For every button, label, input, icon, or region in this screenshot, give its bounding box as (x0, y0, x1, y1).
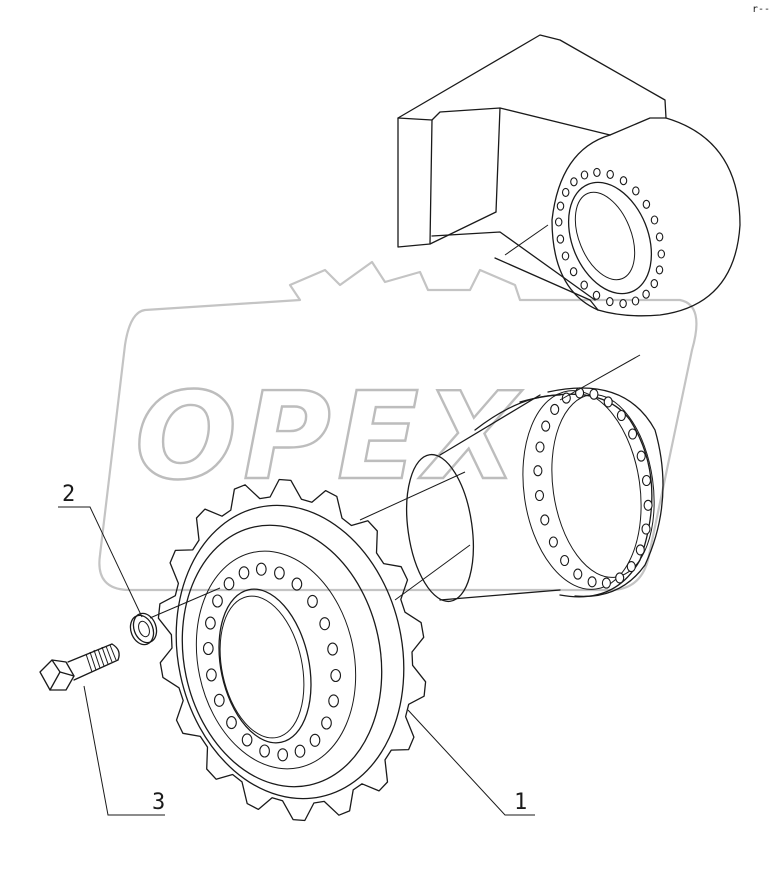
sprocket-bolt-hole (328, 694, 339, 708)
hub-bolt-hole (616, 409, 626, 422)
sprocket-bolt-hole (307, 594, 318, 608)
sprocket-bolt-hole (206, 668, 217, 682)
callout-2: 2 (58, 482, 143, 618)
sprocket-bolt-hole (226, 716, 237, 730)
bracket-bolt-hole (642, 199, 651, 209)
bracket-bolt-hole (570, 177, 578, 187)
bracket-bolt-hole (556, 201, 565, 211)
bracket-bolt-hole (650, 215, 659, 225)
bracket-bolt-hole (569, 267, 578, 277)
bracket-bolt-hole (642, 289, 650, 299)
bracket-bolt-hole (580, 170, 589, 180)
hub-bolt-hole (641, 474, 652, 487)
hub-bolt-hole (628, 428, 638, 440)
sprocket-bolt-hole (241, 733, 253, 747)
hub-bolt-hole (573, 568, 583, 580)
sprocket-bolt-hole (202, 641, 214, 656)
callout-1: 1 (407, 709, 535, 816)
hub-bolt-hole (587, 576, 597, 588)
bracket-bolt-hole (631, 296, 640, 306)
hub-bolt-hole (548, 536, 558, 548)
hub-bolt-hole (533, 465, 543, 477)
sprocket-bolt-hole (294, 744, 306, 758)
sprocket-bolt-hole (255, 562, 267, 576)
bracket-bolt-hole (561, 251, 570, 261)
bracket-bolt-hole (632, 186, 640, 196)
bracket-bolt-hole (655, 232, 664, 242)
sprocket-bolt-hole (212, 594, 223, 608)
hub-bolt-hole (636, 450, 646, 462)
hub-bolt-hole (589, 388, 599, 400)
bolt (39, 643, 120, 691)
sprocket-bolt-hole (309, 733, 321, 747)
hub-bolt-hole (540, 514, 550, 526)
sprocket-bolt-hole (321, 716, 332, 730)
corner-mark: r-- (752, 4, 770, 15)
sprocket-bolt-hole (274, 566, 285, 580)
bracket-bolt-hole (580, 280, 588, 290)
alignment-lines (149, 224, 641, 619)
bracket-bolt-hole (655, 265, 664, 275)
sprocket (157, 478, 427, 822)
hub-bolt-hole (643, 499, 653, 511)
bracket-bolt-hole (619, 176, 628, 186)
callout-3-label: 3 (152, 790, 165, 815)
bracket-bolt-hole (556, 234, 565, 244)
bracket-bolt-hole (561, 187, 570, 197)
sprocket-bolt-hole (319, 617, 331, 631)
sprocket-bolt-hole (213, 693, 225, 707)
watermark-text: OPEX (135, 368, 523, 507)
sprocket-bolt-hole (277, 748, 289, 762)
hub-bolt-hole (560, 554, 570, 567)
bracket-bolt-hole (606, 169, 614, 179)
bracket-bolt-hole (554, 217, 563, 227)
sprocket-bolt-holes (202, 562, 342, 762)
bracket-bolt-hole (593, 167, 601, 177)
bracket-bolt-hole (606, 297, 614, 307)
mounting-bracket (397, 34, 741, 317)
sprocket-bolt-hole (238, 566, 250, 580)
sprocket-bolt-hole (205, 616, 216, 630)
sprocket-bolt-hole (259, 744, 270, 758)
hub-bolt-hole (603, 396, 613, 408)
bracket-bolt-hole (619, 299, 627, 309)
hub-bolt-hole (535, 441, 545, 453)
bracket-bolt-holes (554, 167, 666, 309)
hub-bolt-hole (541, 420, 551, 432)
sprocket-bolt-hole (291, 577, 303, 591)
lock-washer (129, 612, 158, 646)
hub-bolt-hole (550, 403, 560, 415)
hub-drum (406, 387, 664, 603)
callout-3: 3 (83, 685, 165, 816)
hub-bolt-holes (533, 387, 653, 589)
watermark-logo: OPEX (98, 260, 698, 592)
sprocket-bolt-hole (223, 577, 235, 591)
hub-bolt-hole (626, 561, 636, 573)
hub-bolt-hole (641, 523, 651, 535)
sprocket-bolt-hole (327, 642, 338, 656)
callout-1-label: 1 (514, 790, 527, 815)
sprocket-bolt-hole (330, 668, 342, 683)
hub-bolt-hole (601, 577, 611, 589)
bracket-bolt-hole (592, 290, 601, 300)
callout-2-label: 2 (62, 482, 75, 507)
hub-bolt-hole (615, 572, 625, 584)
hub-bolt-hole (635, 544, 645, 556)
bracket-bolt-hole (657, 249, 666, 259)
hub-bolt-hole (534, 489, 545, 502)
bracket-bolt-hole (650, 279, 659, 289)
